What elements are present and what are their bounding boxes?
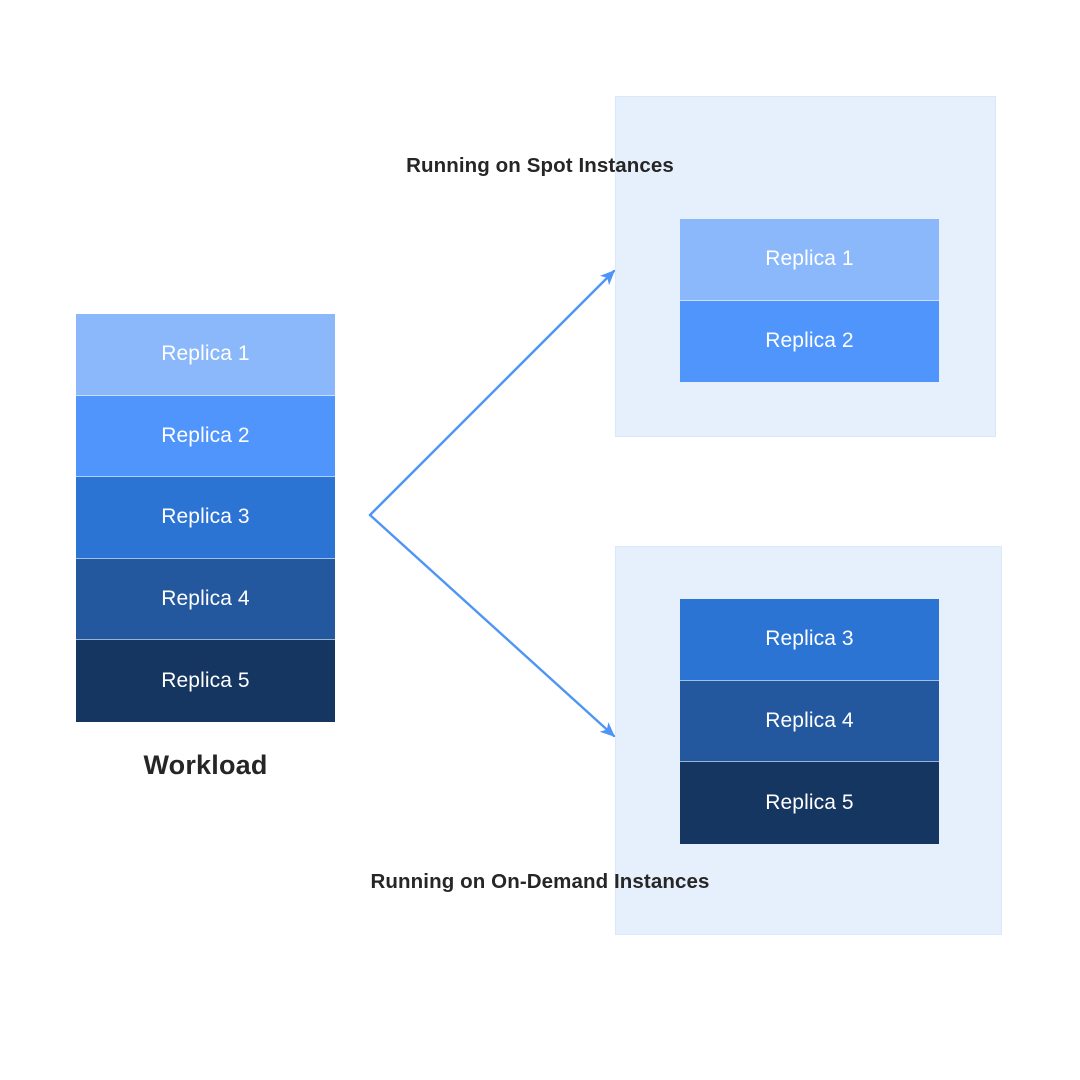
replica-label: Replica 3 — [161, 505, 250, 529]
workload-replica-5: Replica 5 — [76, 640, 335, 722]
on-demand-instances-replica-stack: Replica 3 Replica 4 Replica 5 — [680, 599, 939, 844]
panel-spot-instances-title: Running on Spot Instances — [406, 154, 674, 177]
workload-replica-1: Replica 1 — [76, 314, 335, 396]
workload-replica-stack: Replica 1 Replica 2 Replica 3 Replica 4 … — [76, 314, 335, 722]
workload-replica-2: Replica 2 — [76, 395, 335, 478]
workload-block: Replica 1 Replica 2 Replica 3 Replica 4 … — [76, 314, 335, 722]
replica-label: Replica 2 — [765, 329, 854, 353]
workload-replica-4: Replica 4 — [76, 558, 335, 641]
arrow-to-on-demand-instances — [368, 513, 616, 738]
ondemand-replica-5: Replica 5 — [680, 762, 939, 844]
panel-on-demand-instances-title: Running on On-Demand Instances — [370, 870, 710, 893]
workload-caption: Workload — [143, 750, 268, 780]
arrow-to-spot-instances — [368, 269, 616, 517]
replica-label: Replica 4 — [161, 587, 250, 611]
ondemand-replica-4: Replica 4 — [680, 680, 939, 763]
ondemand-replica-3: Replica 3 — [680, 599, 939, 681]
spot-replica-2: Replica 2 — [680, 300, 939, 383]
spot-replica-1: Replica 1 — [680, 219, 939, 301]
replica-label: Replica 4 — [765, 708, 854, 732]
replica-label: Replica 5 — [161, 669, 250, 693]
replica-label: Replica 2 — [161, 423, 250, 447]
spot-instances-replica-stack: Replica 1 Replica 2 — [680, 219, 939, 383]
workload-replica-3: Replica 3 — [76, 477, 335, 559]
replica-label: Replica 1 — [765, 247, 854, 271]
replica-label: Replica 3 — [765, 627, 854, 651]
replica-label: Replica 5 — [765, 790, 854, 814]
replica-label: Replica 1 — [161, 342, 250, 366]
